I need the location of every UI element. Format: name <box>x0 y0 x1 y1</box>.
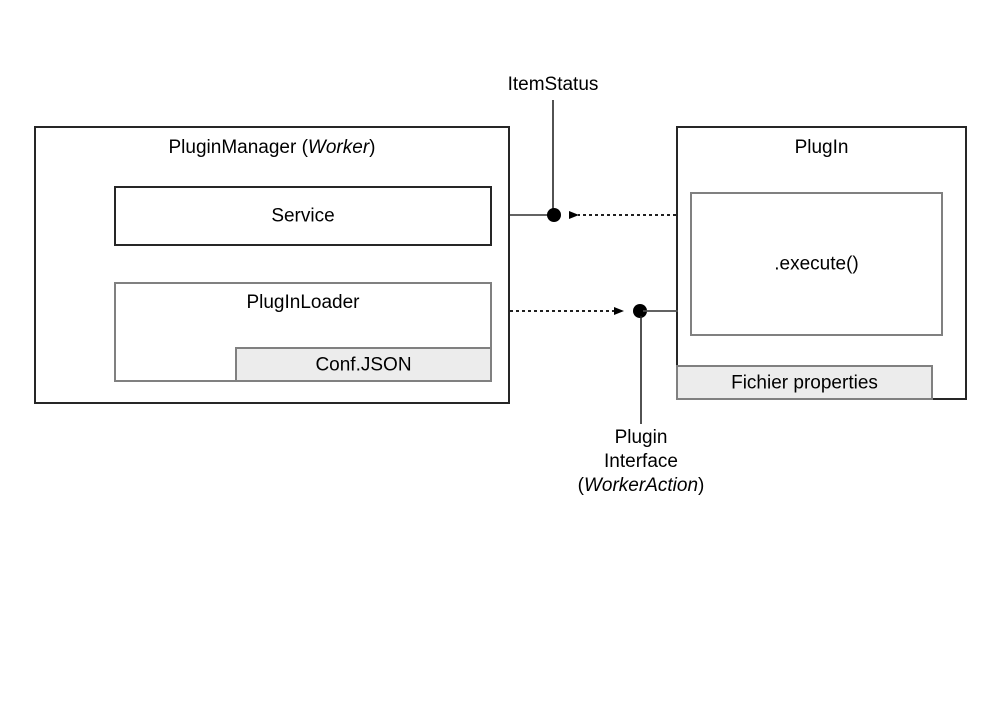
service-label: Service <box>271 205 335 227</box>
plugin-interface-ball <box>633 304 647 318</box>
plugin-manager-title-tail: ) <box>369 137 376 158</box>
plugin-interface-emphasis: WorkerAction <box>583 475 699 496</box>
item-status-annotation: ItemStatus <box>507 74 599 95</box>
plugin-interface-line-3: (WorkerAction) <box>541 474 741 498</box>
plugin-manager-title-emphasis: Worker <box>307 137 370 158</box>
plugin-manager-title-main: PluginManager ( <box>168 137 308 158</box>
plugin-title: PlugIn <box>794 137 849 158</box>
plugin-interface-line-2: Interface <box>604 451 678 472</box>
execute-box[interactable]: .execute() <box>690 192 943 336</box>
pluginloader-label: PlugInLoader <box>246 292 360 313</box>
service-box[interactable]: Service <box>114 186 492 246</box>
conf-json-box[interactable]: Conf.JSON <box>235 347 492 382</box>
fichier-properties-label: Fichier properties <box>731 372 878 393</box>
plugin-interface-paren-close: ) <box>698 475 705 496</box>
plugin-interface-line-1: Plugin <box>614 427 668 448</box>
plugin-interface-paren-open: ( <box>577 475 584 496</box>
conf-json-label: Conf.JSON <box>315 354 412 375</box>
plugin-interface-annotation: Plugin Interface (WorkerAction) <box>541 426 741 498</box>
item-status-ball <box>547 208 561 222</box>
plugin-manager-title: PluginManager (Worker) <box>36 137 508 159</box>
fichier-properties-box[interactable]: Fichier properties <box>676 365 933 400</box>
execute-label: .execute() <box>774 253 859 275</box>
